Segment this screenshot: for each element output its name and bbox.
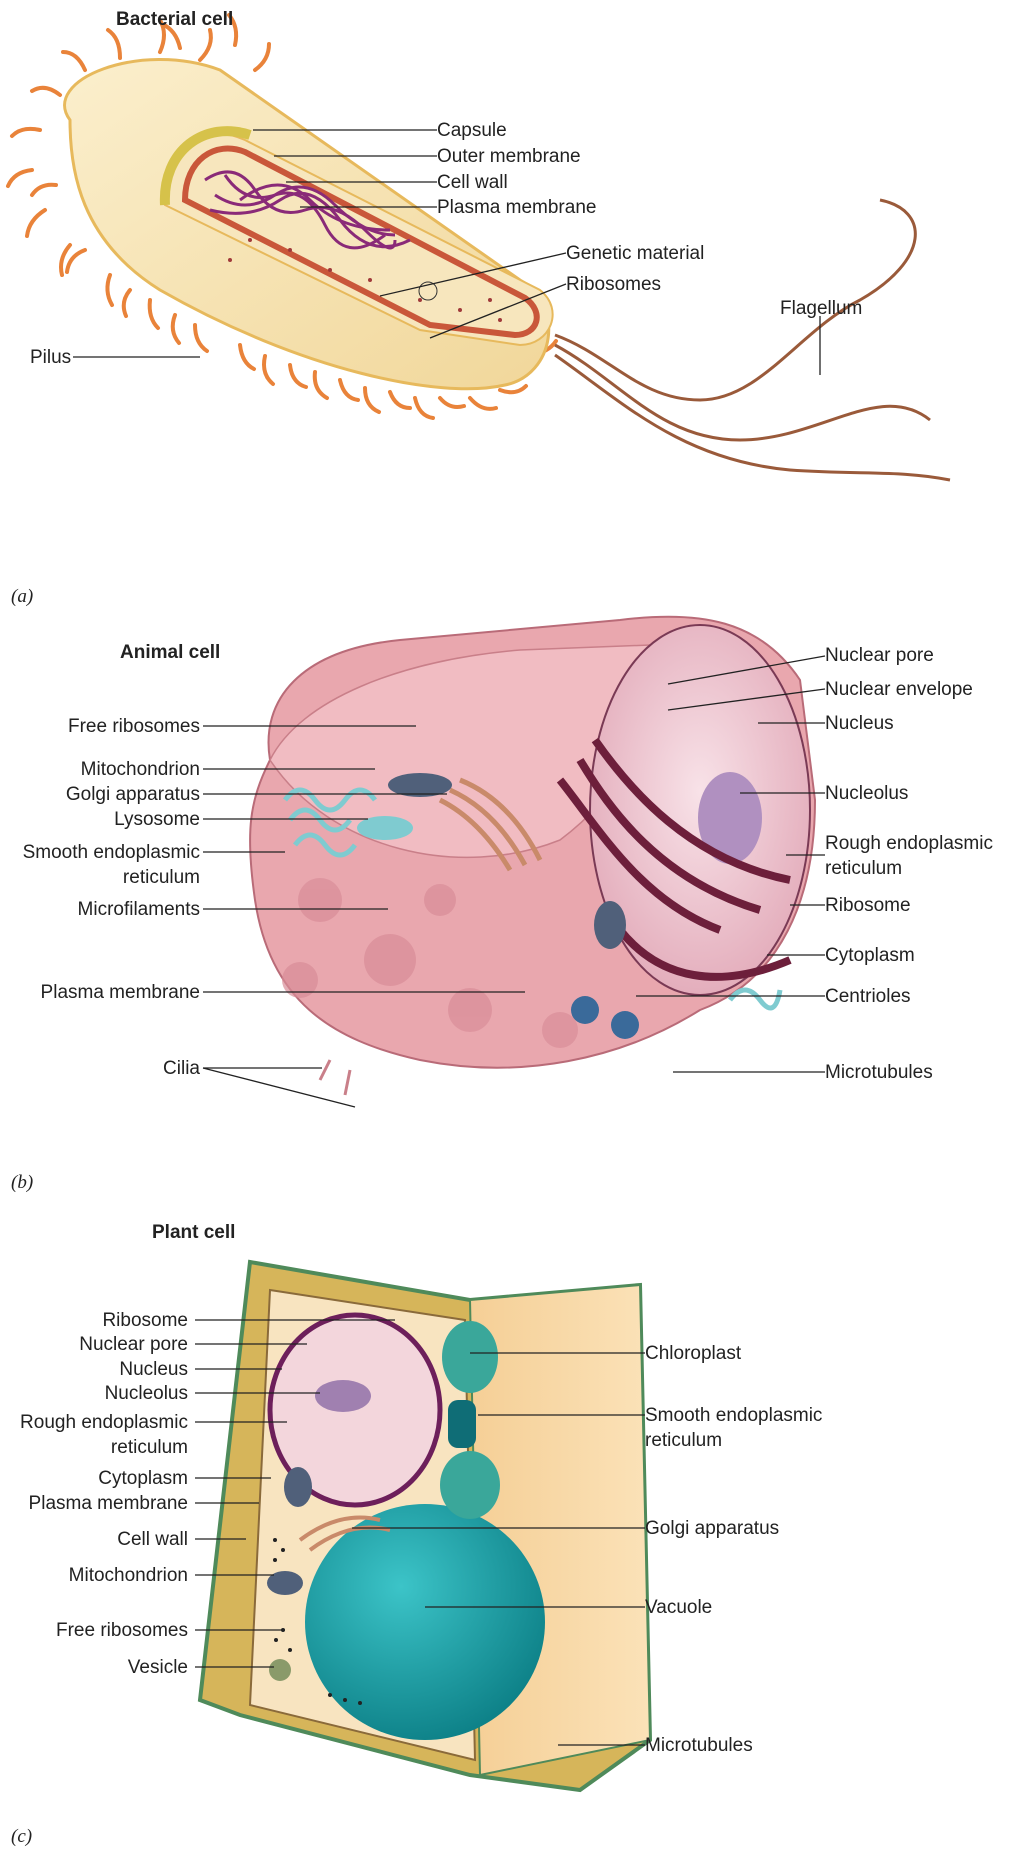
- bacterial-cell-illustration: [8, 15, 950, 480]
- animal-cell-title: Animal cell: [120, 642, 220, 664]
- label-mitochondrion: Mitochondrion: [81, 758, 200, 781]
- label-nucleolus: Nucleolus: [825, 782, 908, 805]
- label-lysosome: Lysosome: [114, 808, 200, 831]
- label-flagellum: Flagellum: [780, 297, 862, 320]
- label-plant-microtubules: Microtubules: [645, 1734, 753, 1757]
- label-cytoplasm: Cytoplasm: [825, 944, 915, 967]
- chloroplast-shape-1: [442, 1321, 498, 1393]
- label-plant-rough-er-line1: Rough endoplasmic: [20, 1411, 188, 1434]
- cilia-shape: [320, 1060, 350, 1095]
- plant-nucleolus-shape: [315, 1380, 371, 1412]
- label-centrioles: Centrioles: [825, 985, 911, 1008]
- label-plant-nuclear-pore: Nuclear pore: [79, 1333, 188, 1356]
- label-nuclear-envelope: Nuclear envelope: [825, 678, 973, 701]
- panel-label-b: (b): [11, 1172, 33, 1194]
- label-plant-cell-wall: Cell wall: [117, 1528, 188, 1551]
- label-smooth-er-line1: Smooth endoplasmic: [23, 841, 200, 864]
- animal-cell-illustration: [250, 617, 815, 1095]
- label-rough-er-line1: Rough endoplasmic: [825, 832, 993, 855]
- label-plant-chloroplast: Chloroplast: [645, 1342, 741, 1365]
- chloroplast-shape-2: [440, 1451, 500, 1519]
- label-microfilaments: Microfilaments: [78, 898, 200, 921]
- label-plant-vacuole: Vacuole: [645, 1596, 712, 1619]
- label-capsule: Capsule: [437, 119, 507, 142]
- plant-vacuole-shape: [305, 1504, 545, 1740]
- label-plant-free-ribosomes: Free ribosomes: [56, 1619, 188, 1642]
- label-plant-mitochondrion: Mitochondrion: [69, 1564, 188, 1587]
- label-plant-smooth-er-line1: Smooth endoplasmic: [645, 1404, 822, 1427]
- label-plasma-membrane: Plasma membrane: [437, 196, 596, 219]
- plant-mitochondrion-shape: [284, 1467, 312, 1507]
- panel-label-a: (a): [11, 586, 33, 608]
- label-plant-rough-er-line2: reticulum: [111, 1436, 188, 1459]
- label-ribosomes: Ribosomes: [566, 273, 661, 296]
- label-rough-er-line2: reticulum: [825, 857, 902, 880]
- label-plant-cytoplasm: Cytoplasm: [98, 1467, 188, 1490]
- label-nucleus: Nucleus: [825, 712, 894, 735]
- label-outer-membrane: Outer membrane: [437, 145, 581, 168]
- label-golgi-apparatus: Golgi apparatus: [66, 783, 200, 806]
- label-plant-nucleus: Nucleus: [119, 1358, 188, 1381]
- label-ribosome: Ribosome: [825, 894, 911, 917]
- plant-cell-illustration: [200, 1262, 650, 1790]
- label-free-ribosomes: Free ribosomes: [68, 715, 200, 738]
- mitochondrion-shape-2: [594, 901, 626, 949]
- label-plant-golgi: Golgi apparatus: [645, 1517, 779, 1540]
- label-plasma-membrane-animal: Plasma membrane: [41, 981, 200, 1004]
- plant-vesicle-shape: [269, 1659, 291, 1681]
- label-plant-nucleolus: Nucleolus: [105, 1382, 188, 1405]
- label-cell-wall: Cell wall: [437, 171, 508, 194]
- panel-label-c: (c): [11, 1826, 32, 1848]
- label-nuclear-pore: Nuclear pore: [825, 644, 934, 667]
- label-microtubules: Microtubules: [825, 1061, 933, 1084]
- plant-cell-title: Plant cell: [152, 1222, 235, 1244]
- label-plant-smooth-er-line2: reticulum: [645, 1429, 722, 1452]
- label-plant-ribosome: Ribosome: [102, 1309, 188, 1332]
- label-smooth-er-line2: reticulum: [123, 866, 200, 889]
- label-cilia: Cilia: [163, 1057, 200, 1080]
- label-genetic-material: Genetic material: [566, 242, 704, 265]
- label-plant-plasma-membrane: Plasma membrane: [29, 1492, 188, 1515]
- plant-smooth-er: [448, 1400, 476, 1448]
- bacterial-cell-title: Bacterial cell: [116, 9, 233, 31]
- label-pilus: Pilus: [30, 346, 71, 369]
- label-plant-vesicle: Vesicle: [128, 1656, 188, 1679]
